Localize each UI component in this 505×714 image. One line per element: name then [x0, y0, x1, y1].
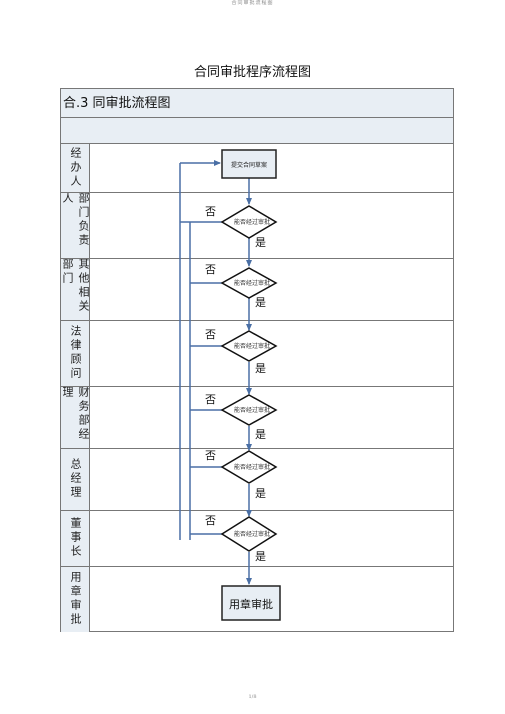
end-box-label: 用章审批	[229, 597, 273, 611]
decision-diamond	[220, 394, 278, 426]
lane-label-chairman: 董事长	[60, 510, 90, 566]
lane-divider	[60, 448, 454, 449]
no-label: 否	[205, 393, 216, 406]
decision-chairman: 能否经过审批	[220, 516, 278, 552]
lane-divider	[60, 320, 454, 321]
lane-label-text: 其他相关部门	[61, 258, 90, 314]
no-label: 否	[205, 514, 216, 527]
lane-label-text: 用章审批	[69, 571, 82, 627]
decision-diamond	[220, 205, 278, 239]
page-footer: 1/8	[248, 694, 257, 700]
lane-label-finance: 财务部经理	[60, 386, 90, 448]
lane-divider	[60, 510, 454, 511]
lane-label-seal: 用章审批	[60, 566, 90, 632]
lane-label-text: 法律顾问	[69, 325, 82, 381]
no-label: 否	[205, 263, 216, 276]
page-header: 合同审批流程图	[231, 0, 274, 6]
decision-other-dept: 能否经过审批	[220, 267, 278, 299]
lane-divider	[60, 566, 454, 567]
decision-gm: 能否经过审批	[220, 450, 278, 484]
decision-label: 能否经过审批	[234, 463, 270, 471]
lane-label-legal: 法律顾问	[60, 320, 90, 386]
lane-label-text: 董事长	[69, 517, 82, 559]
lane-label-gm: 总经理	[60, 448, 90, 510]
table-blank-row	[60, 118, 454, 144]
yes-label: 是	[255, 428, 266, 441]
lane-label-dept-head: 部门负责人	[60, 192, 90, 258]
decision-diamond	[220, 330, 278, 362]
yes-label: 是	[255, 487, 266, 500]
yes-label: 是	[255, 362, 266, 375]
decision-dept-head: 能否经过审批	[220, 205, 278, 239]
table-title-row	[60, 88, 454, 118]
document-title: 合同审批程序流程图	[193, 65, 311, 80]
end-box	[221, 585, 281, 621]
decision-label: 能否经过审批	[234, 342, 270, 350]
decision-diamond	[220, 450, 278, 484]
lane-label-text: 财务部经理	[61, 386, 90, 442]
lane-label-other-dept: 其他相关部门	[60, 258, 90, 320]
start-box-label: 提交合同草案	[231, 161, 267, 169]
yes-label: 是	[255, 236, 266, 249]
decision-label: 能否经过审批	[234, 218, 270, 226]
lane-label-handler: 经办人	[60, 144, 90, 192]
yes-label: 是	[255, 550, 266, 563]
decision-diamond	[220, 516, 278, 552]
no-label: 否	[205, 449, 216, 462]
lane-divider	[60, 192, 454, 193]
no-label: 否	[205, 205, 216, 218]
lane-label-text: 总经理	[69, 458, 82, 500]
decision-label: 能否经过审批	[234, 406, 270, 414]
start-box	[221, 149, 277, 179]
lane-divider	[60, 386, 454, 387]
decision-finance: 能否经过审批	[220, 394, 278, 426]
decision-label: 能否经过审批	[234, 279, 270, 287]
no-label: 否	[205, 328, 216, 341]
decision-diamond	[220, 267, 278, 299]
yes-label: 是	[255, 296, 266, 309]
lane-divider	[60, 258, 454, 259]
decision-legal: 能否经过审批	[220, 330, 278, 362]
lane-label-text: 部门负责人	[61, 192, 90, 248]
lane-label-text: 经办人	[69, 147, 82, 189]
table-title: 合.3 同审批流程图	[63, 96, 171, 111]
decision-label: 能否经过审批	[234, 530, 270, 538]
